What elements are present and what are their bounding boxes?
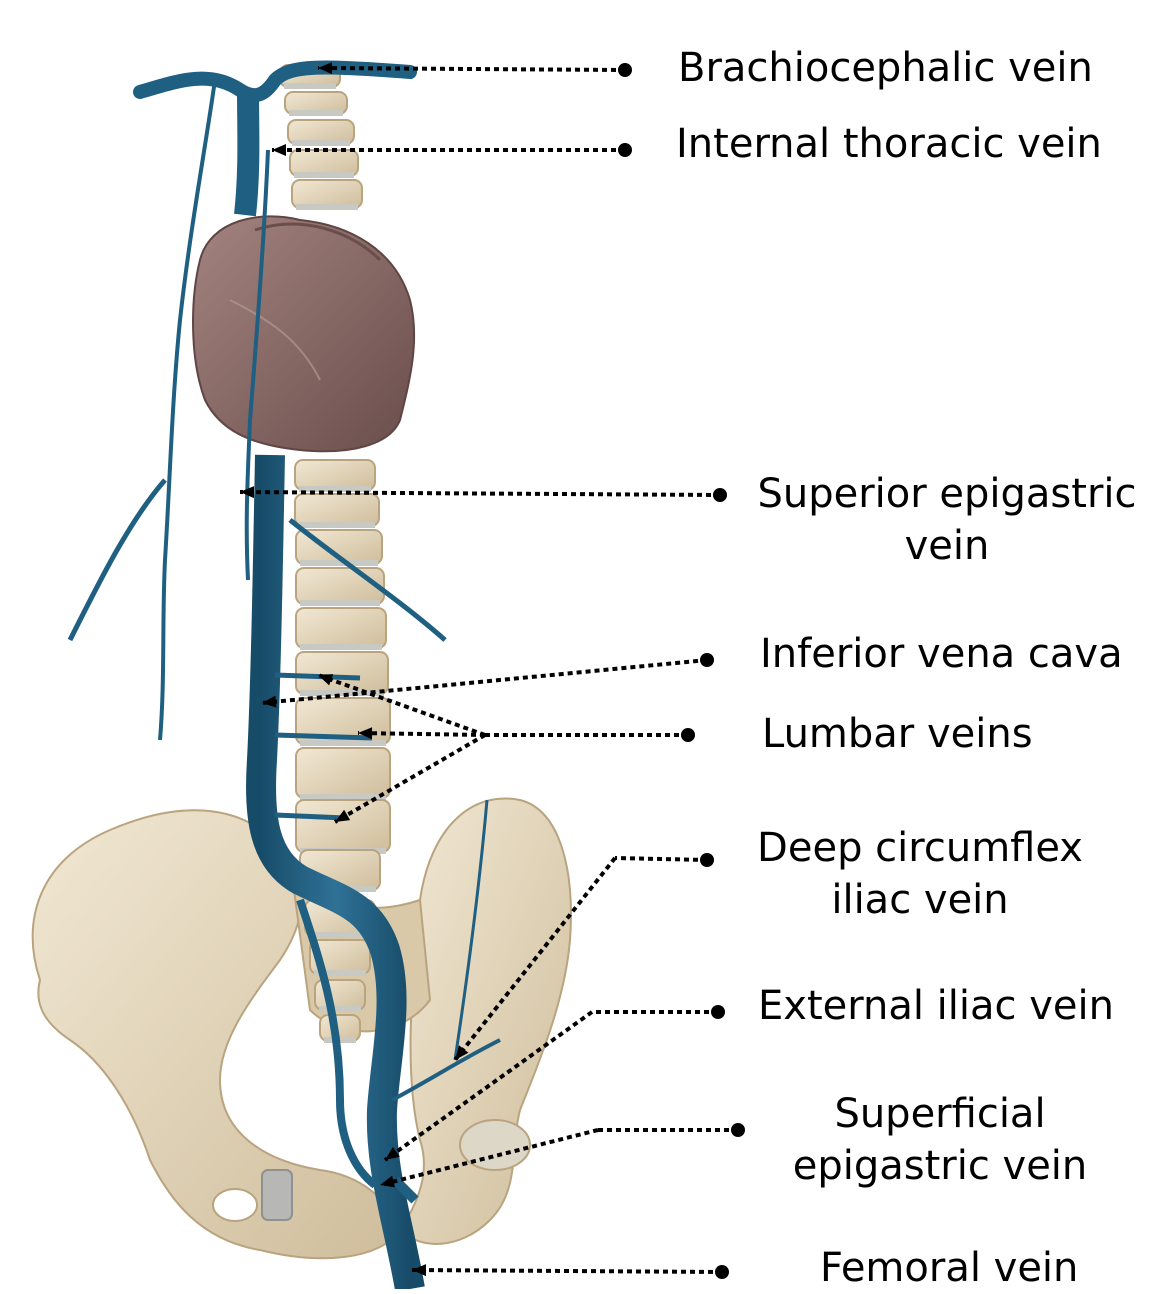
label-line: vein — [752, 520, 1142, 572]
label-external-iliac-vein: External iliac vein — [758, 980, 1114, 1032]
leader-dot — [700, 653, 714, 667]
vertebra — [296, 800, 390, 852]
intervertebral-disc — [319, 1006, 361, 1012]
leader-dot — [618, 63, 632, 77]
label-internal-thoracic-vein: Internal thoracic vein — [676, 118, 1102, 170]
label-line: epigastric vein — [780, 1140, 1100, 1192]
intervertebral-disc — [300, 600, 380, 606]
intervertebral-disc — [294, 172, 354, 178]
vertebra — [296, 568, 384, 604]
label-line: iliac vein — [740, 874, 1100, 926]
heart — [193, 216, 414, 451]
leader-line — [412, 1270, 722, 1272]
vertebra — [296, 652, 388, 694]
vertebra — [295, 494, 379, 526]
leader-dot — [700, 853, 714, 867]
arrowhead — [272, 144, 286, 156]
intervertebral-disc — [292, 140, 350, 146]
leader-dot — [715, 1265, 729, 1279]
intervertebral-disc — [284, 83, 336, 89]
intervertebral-disc — [299, 486, 371, 492]
vertebra — [295, 460, 375, 490]
leader-dot — [731, 1123, 745, 1137]
intervertebral-disc — [289, 110, 343, 116]
vertebra — [296, 608, 386, 648]
label-lumbar-veins: Lumbar veins — [762, 708, 1033, 760]
intervertebral-disc — [300, 644, 382, 650]
label-deep-circumflex-iliac-vein: Deep circumflex iliac vein — [740, 822, 1100, 926]
intervertebral-disc — [299, 522, 375, 528]
leader-dot — [681, 728, 695, 742]
label-superficial-epigastric-vein: Superficial epigastric vein — [780, 1088, 1100, 1192]
leader-line — [615, 858, 707, 860]
leader-dot — [713, 488, 727, 502]
vertebra — [296, 748, 390, 798]
label-line: Superior epigastric — [752, 468, 1142, 520]
label-line: Superficial — [780, 1088, 1100, 1140]
label-line: Deep circumflex — [740, 822, 1100, 874]
label-femoral-vein: Femoral vein — [820, 1242, 1078, 1294]
label-brachiocephalic-vein: Brachiocephalic vein — [678, 42, 1093, 94]
intervertebral-disc — [296, 204, 358, 210]
leader-dot — [618, 143, 632, 157]
label-inferior-vena-cava: Inferior vena cava — [760, 628, 1123, 680]
leader-dot — [711, 1005, 725, 1019]
label-superior-epigastric-vein: Superior epigastric vein — [752, 468, 1142, 572]
intervertebral-disc — [300, 740, 386, 746]
intervertebral-disc — [300, 560, 378, 566]
vertebra — [292, 180, 362, 208]
